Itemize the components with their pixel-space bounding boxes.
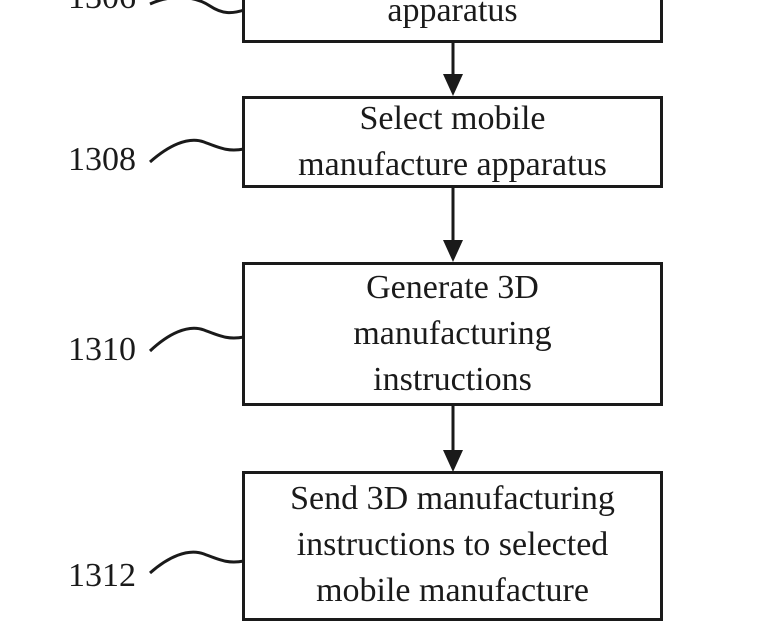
ref-label-1308: 1308 [68,141,136,178]
step-1312-line-2: instructions to selected [296,526,609,563]
step-1310-line-3: instructions [373,361,532,398]
step-box-1312: Send 3D manufacturing instructions to se… [242,471,663,621]
step-1312-line-3: mobile manufacture [316,572,589,609]
ref-label-1312: 1312 [68,557,136,594]
flowchart: apparatus Select mobile manufacture appa… [68,0,663,621]
step-1308-line-1: Select mobile [359,100,546,137]
step-box-1310: Generate 3D manufacturing instructions [242,262,663,406]
step-box-1308: Select mobile manufacture apparatus [242,96,663,188]
arrowhead-1310-to-1312 [443,450,463,472]
leader-1312 [149,550,245,575]
leader-1306 [149,0,245,15]
step-1312-line-1: Send 3D manufacturing [290,480,615,517]
step-box-1306: apparatus [242,0,663,43]
leader-1308 [149,138,245,164]
step-1310-line-1: Generate 3D [366,269,539,306]
step-1306-line-1: apparatus [387,0,518,29]
connectors [148,0,463,575]
ref-label-1306: 1306 [68,0,136,18]
step-1310-line-2: manufacturing [353,315,552,352]
step-1308-line-2: manufacture apparatus [298,146,607,183]
arrowhead-1306-to-1308 [443,74,463,96]
arrowhead-1308-to-1310 [443,240,463,262]
ref-label-1310: 1310 [68,331,136,368]
leader-1310 [148,326,245,353]
